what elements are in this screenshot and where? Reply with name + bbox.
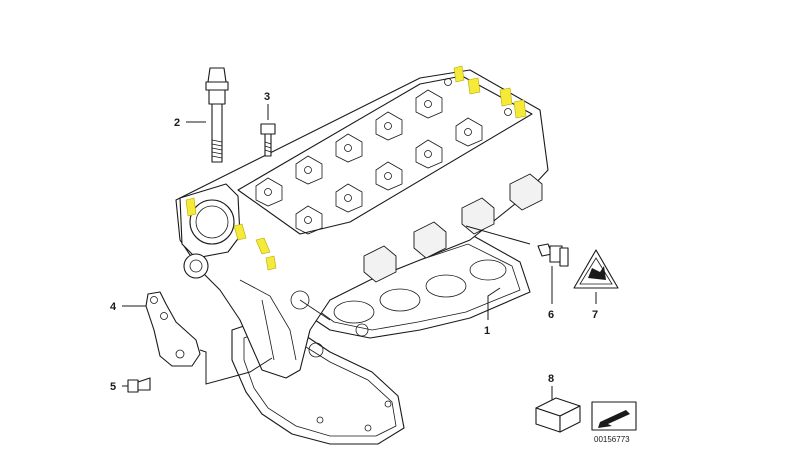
- temperature-sensor: [537, 243, 569, 267]
- callout-8: 8: [548, 373, 554, 385]
- cylinder-head-gasket: [299, 233, 531, 339]
- bracket-bolt: [127, 377, 151, 393]
- cylinder-head: [175, 65, 549, 379]
- callout-labels: 1 2 3 4 5 6 7 8: [110, 91, 598, 393]
- short-bolt: [260, 123, 276, 157]
- triangle-warning-icon: [573, 249, 619, 289]
- callout-7: 7: [592, 309, 598, 321]
- callout-5: 5: [110, 381, 116, 393]
- reference-number: 00156773: [594, 435, 630, 444]
- head-bolt: [205, 67, 229, 163]
- leader-lines: [122, 104, 597, 400]
- arrow-down-left-icon: [591, 401, 637, 431]
- callout-6: 6: [548, 309, 554, 321]
- mounting-bracket: [145, 291, 201, 367]
- package-box-icon: [535, 397, 581, 433]
- callout-4: 4: [110, 301, 117, 313]
- callout-3: 3: [264, 91, 270, 103]
- highlight-markers: [185, 65, 527, 271]
- callout-1: 1: [484, 325, 490, 337]
- callout-2: 2: [174, 117, 180, 129]
